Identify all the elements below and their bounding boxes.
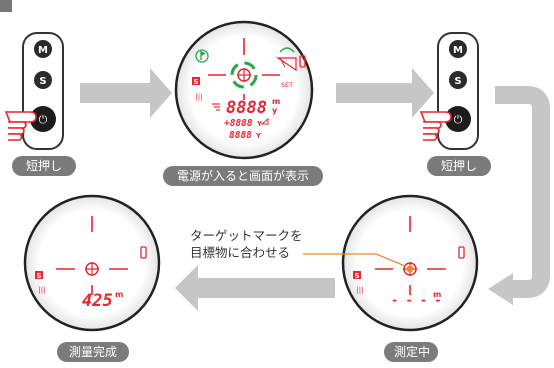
display-measuring: S ||| - - - - m — [341, 194, 479, 332]
battery-icon — [140, 246, 147, 259]
distance-readout: - - - - — [391, 293, 442, 307]
target-mark — [230, 61, 258, 89]
set-button — [449, 71, 467, 89]
set-button — [34, 71, 52, 89]
sub-readout: +8888 — [224, 118, 253, 129]
arrow-return — [488, 86, 550, 305]
power-button — [30, 106, 56, 132]
pressing-finger-icon — [4, 111, 37, 141]
sub-unit: Y — [256, 120, 263, 128]
distance-readout: 425 — [82, 291, 113, 311]
mode-arc-icon — [279, 47, 295, 53]
annotation-leader-line — [303, 253, 406, 267]
power-icon: ⏻ — [39, 113, 48, 126]
battery-icon — [458, 246, 465, 259]
power-icon: ⏻ — [454, 113, 463, 126]
scan-mode-icon — [192, 77, 200, 85]
set-indicator: SET — [281, 81, 293, 89]
arrow-3 — [175, 265, 335, 311]
mode-button-label: M — [453, 45, 463, 56]
target-mark — [85, 262, 99, 276]
arrow-1 — [80, 68, 172, 118]
crosshair — [208, 38, 280, 100]
scan-mode-icon — [35, 271, 43, 279]
caption-short-press-1: 短押し — [12, 156, 76, 176]
third-readout: 8888 — [229, 130, 252, 141]
mode-button — [34, 40, 52, 58]
distance-unit: m — [115, 290, 123, 299]
mode-button — [449, 40, 467, 58]
main-distance-readout: 8888 — [226, 98, 267, 118]
mode-indicator-icon: ||| — [356, 286, 363, 294]
svg-text:S: S — [354, 272, 359, 280]
caption-complete: 測量完成 — [57, 342, 129, 362]
rangefinder-device-2: M S ⏻ — [419, 32, 479, 150]
pressing-finger-icon — [419, 111, 452, 141]
angle-icon — [260, 117, 269, 125]
annotation-line-2: 目標物に合わせる — [190, 245, 291, 260]
caption-short-press-2: 短押し — [427, 156, 491, 176]
set-button-label: S — [39, 76, 46, 87]
distance-unit: m — [433, 290, 441, 299]
annotation-line-1: ターゲットマークを — [190, 228, 303, 243]
battery-icon — [299, 55, 306, 68]
target-highlight-dot — [406, 265, 414, 273]
mode-indicator-icon: ||| — [38, 286, 45, 294]
slope-icon — [276, 57, 297, 72]
flag-icon — [195, 49, 209, 63]
power-button — [445, 106, 471, 132]
corner-mark — [0, 0, 12, 12]
main-unit-m: m — [272, 97, 280, 106]
display-complete: S ||| 425 m — [23, 194, 161, 332]
caption-power-on: 電源が入ると画面が表示 — [163, 166, 323, 186]
caption-measuring: 測定中 — [384, 342, 438, 362]
set-button-label: S — [454, 76, 461, 87]
mode-button-label: M — [38, 45, 48, 56]
signal-icon — [212, 103, 220, 111]
arrow-2 — [336, 68, 434, 118]
rangefinder-device-1: M S ⏻ — [4, 32, 64, 150]
target-mark — [403, 262, 417, 276]
mode-indicator-icon: ||| — [195, 93, 202, 101]
third-unit: Y — [255, 132, 262, 140]
display-power-on: S ||| SET 8888 m y +8888 Y 8888 Y — [174, 20, 314, 160]
crosshair — [375, 216, 446, 295]
svg-text:S: S — [36, 272, 41, 280]
main-unit-y: y — [272, 106, 278, 115]
crosshair — [56, 216, 128, 295]
scan-mode-icon — [353, 271, 361, 279]
svg-text:S: S — [193, 78, 198, 86]
